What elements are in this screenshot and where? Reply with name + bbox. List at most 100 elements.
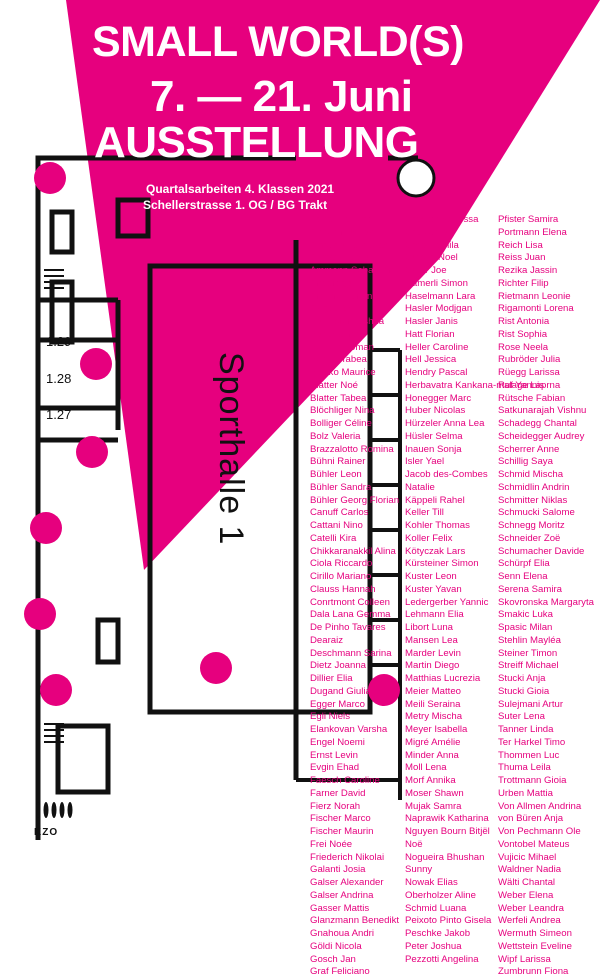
- name-entry: Gasser Mattis: [310, 902, 370, 914]
- name-entry: Matthias Lucrezia: [405, 673, 481, 684]
- name-entry: Meier Matteo: [405, 685, 461, 697]
- name-entry: Almeida Luís João: [310, 239, 389, 251]
- name-entry: Ruf Yannis: [498, 379, 545, 391]
- name-entry: Altmann Manuel: [310, 252, 380, 264]
- room-label-129: 1.29: [46, 334, 72, 349]
- name-entry: Arbenz Florian: [310, 290, 373, 302]
- name-entry: Martin Diego: [405, 660, 460, 672]
- name-entry: Schmucki Salome: [498, 507, 575, 519]
- name-entry: Reiss Juan: [498, 252, 546, 264]
- name-entry: Dala Lana Gemma: [310, 609, 391, 621]
- name-entry: Stucki Anja: [498, 673, 546, 684]
- name-entry: Ernst Levin: [310, 749, 358, 761]
- name-entry: Fierz Norah: [310, 800, 361, 812]
- name-entry: Kohler Thomas: [405, 520, 470, 531]
- name-entry: Albrecht Jonas: [310, 226, 374, 238]
- name-entry: Conrtmont Colleen: [310, 596, 390, 608]
- name-entry: Gnahoua Andri: [310, 928, 375, 939]
- name-entry: Glanzmann Benedikt: [310, 915, 400, 927]
- name-entry: Bühni Rainer: [310, 456, 366, 468]
- name-entry: Kötyczak Lars: [405, 545, 466, 557]
- name-entry: Vontobel Mateus: [498, 838, 570, 850]
- name-entry: Abed Lila-Amélie: [310, 214, 383, 225]
- name-entry: Moll Lena: [405, 762, 447, 774]
- name-entry: Farner David: [310, 787, 366, 799]
- name-entry: Hamerli Simon: [405, 277, 468, 289]
- name-entry: Faesch Caroline: [310, 775, 380, 786]
- name-entry: Kürsteiner Simon: [405, 558, 479, 570]
- name-entry: Rezika Jassin: [498, 265, 558, 276]
- name-entry: Schmidlin Andrin: [498, 481, 570, 493]
- poster-subtitle-works: Quartalsarbeiten 4. Klassen 2021: [146, 182, 335, 196]
- name-entry: Thommen Luc: [498, 749, 560, 761]
- name-entry: Rose Neela: [498, 341, 549, 353]
- name-entry: Wipf Larissa: [498, 953, 551, 965]
- name-entry: Spasic Milan: [498, 622, 553, 633]
- name-entry: Grasser Vanessa: [405, 214, 479, 225]
- name-entry: Metry Mischa: [405, 711, 463, 723]
- name-entry: Schnegg Moritz: [498, 520, 565, 531]
- name-entry: Fischer Marco: [310, 813, 371, 825]
- name-entry: Minder Anna: [405, 749, 459, 761]
- name-entry: Stehlin Mayléa: [498, 634, 561, 646]
- name-entry: Hell Jessica: [405, 354, 457, 366]
- name-entry: Gutsch Noel: [405, 252, 458, 264]
- name-entry: Egli Niels: [310, 711, 350, 723]
- name-entry: Kuster Yavan: [405, 583, 462, 595]
- name-entry: Bernet Tabea: [310, 354, 367, 366]
- name-entry: Clauss Hannah: [310, 583, 376, 595]
- name-entry: Bannister Joshua: [310, 316, 385, 327]
- name-entry: Moser Shawn: [405, 787, 464, 799]
- name-entry: Hasler Janis: [405, 316, 458, 327]
- room-label-128: 1.28: [46, 371, 72, 386]
- name-entry: Graf Feliciano: [310, 966, 370, 978]
- exhibit-dots: [24, 162, 400, 706]
- name-entry: Noë: [405, 838, 423, 850]
- name-entry: Ciola Riccardo: [310, 558, 373, 570]
- pink-wedge-shape: [66, 0, 600, 570]
- name-entry: Galanti Josia: [310, 864, 366, 876]
- logo-mark: [35, 802, 73, 818]
- poster-dates: 7. — 21. Juni: [150, 72, 413, 121]
- name-entry: Richter Filip: [498, 277, 549, 289]
- name-entry: Waldner Nadia: [498, 864, 562, 876]
- name-entry: Isler Yael: [405, 456, 445, 468]
- name-entry: Dugand Giulia: [310, 685, 371, 697]
- name-entry: Mujak Samra: [405, 800, 462, 812]
- name-entry: Lehmann Elia: [405, 609, 464, 621]
- name-entry: Evgin Ehad: [310, 762, 360, 774]
- name-entry: Hendry Pascal: [405, 367, 468, 378]
- name-entry: Migré Amélie: [405, 736, 461, 748]
- name-entry: Hatt Florian: [405, 328, 455, 340]
- name-entry: Morf Annika: [405, 775, 456, 786]
- corridor-walls: [296, 348, 402, 800]
- name-entry: Vujicic Mihael: [498, 851, 557, 863]
- name-entry: Blatter Tabea: [310, 392, 367, 404]
- name-entry: Blöchliger Nina: [310, 405, 375, 417]
- name-entry: Schmitter Niklas: [498, 494, 568, 506]
- name-entry: Schadegg Chantal: [498, 418, 577, 429]
- name-entry: Honegger Marc: [405, 392, 472, 404]
- name-entry: Gosch Jan: [310, 953, 356, 965]
- name-entry: Keller Till: [405, 507, 444, 519]
- name-entry: Brazzalotto Romina: [310, 443, 394, 455]
- name-entry: Scheidegger Audrey: [498, 430, 585, 442]
- name-entry: Hasler Modjgan: [405, 303, 473, 315]
- name-entry: Galser Alexander: [310, 877, 384, 888]
- name-entry: Wettstein Eveline: [498, 940, 572, 952]
- name-entry: Engel Noemi: [310, 736, 365, 748]
- name-entry: Kuster Leon: [405, 571, 457, 582]
- name-entry: Meili Seraina: [405, 698, 461, 710]
- name-entry: Skovronska Margaryta: [498, 596, 594, 608]
- name-entry: Ter Harkel Timo: [498, 736, 566, 748]
- name-entry: Serena Samira: [498, 583, 562, 595]
- name-entry: Ammann Sebastian: [310, 265, 394, 276]
- name-entry: Cattani Nino: [310, 520, 363, 531]
- name-entry: Galser Andrina: [310, 889, 374, 901]
- name-entry: Bühler Leon: [310, 469, 362, 480]
- name-entry: Haselmann Lara: [405, 290, 476, 302]
- name-entry: Göldi Nicola: [310, 940, 362, 952]
- name-entry: Deschmann Sarina: [310, 647, 392, 659]
- stairs: [44, 269, 64, 743]
